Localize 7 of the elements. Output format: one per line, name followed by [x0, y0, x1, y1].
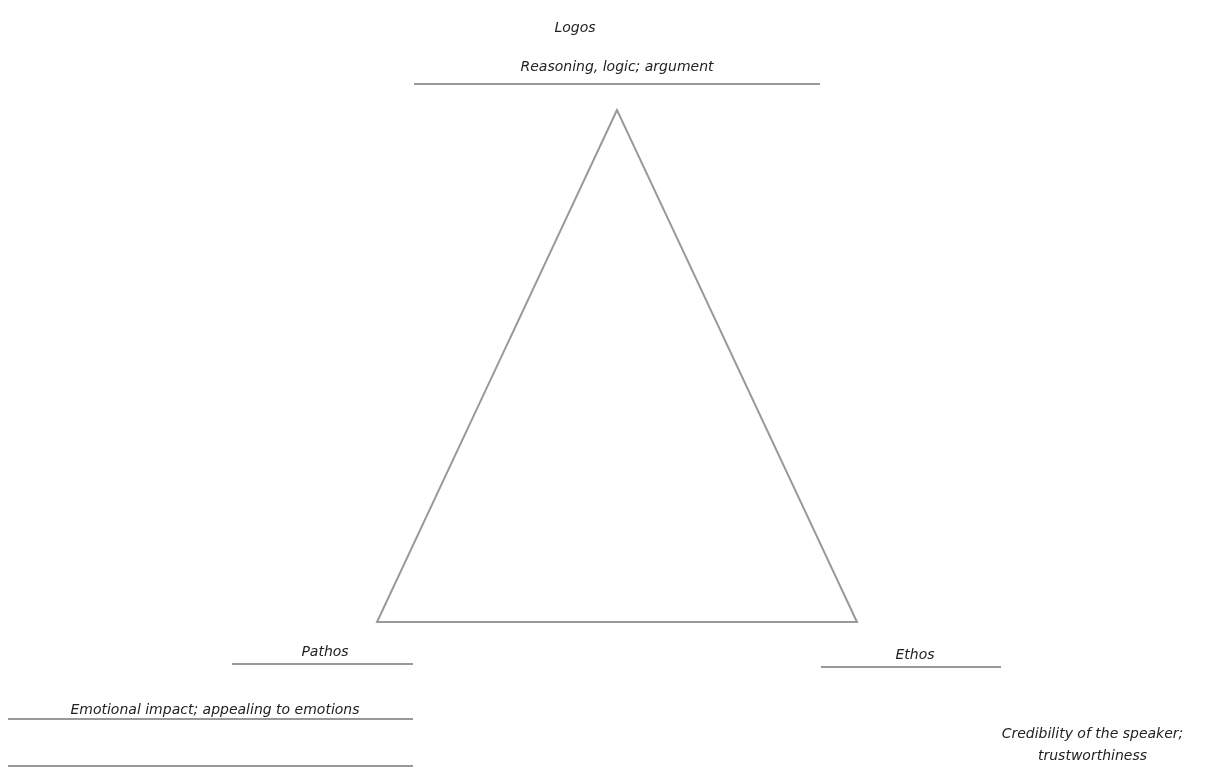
vertex-description: Reasoning, logic; argument: [519, 57, 715, 76]
vertex-label: Ethos: [894, 645, 936, 664]
triangle-shape: [375, 107, 859, 623]
vertex-label: Pathos: [300, 642, 350, 661]
vertex-description: Emotional impact; appealing to emotions: [69, 700, 361, 719]
vertex-label: Logos: [553, 18, 597, 37]
vertex-description: Credibility of the speaker; trustworthiness: [1000, 724, 1185, 765]
